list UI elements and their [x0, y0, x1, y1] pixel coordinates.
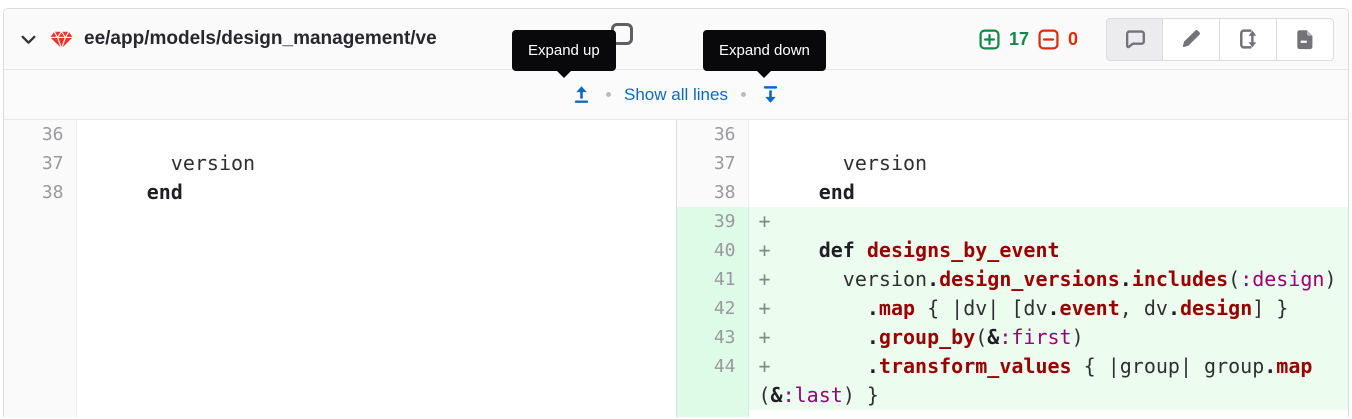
edit-file-button[interactable] [1163, 17, 1220, 61]
diff-row-added: 40+ def designs_by_event [4, 236, 1348, 265]
diff-row-context: 36 36 [4, 120, 1348, 149]
toggle-comments-button[interactable] [1106, 17, 1163, 61]
diff-row-added: 43+ .group_by(&:first) [4, 323, 1348, 352]
tooltip-expand-down: Expand down [703, 30, 826, 78]
old-line-code [76, 236, 676, 265]
new-line-number[interactable]: 38 [675, 178, 749, 207]
file-actions [1106, 17, 1334, 61]
expand-up-button[interactable] [570, 83, 593, 106]
new-line-code: end [748, 178, 1348, 207]
doc-versions-icon [1237, 28, 1259, 50]
view-file-button[interactable] [1277, 17, 1334, 61]
diff-file: ee/app/models/design_management/ve 17 0 [3, 8, 1349, 417]
new-line-code: + [748, 207, 1348, 236]
old-line-code [76, 120, 676, 149]
new-line-code: + .group_by(&:first) [748, 323, 1348, 352]
old-line-code [76, 323, 676, 352]
expand-down-button[interactable] [759, 83, 782, 106]
show-all-lines-link[interactable]: Show all lines [624, 84, 728, 104]
expand-up-icon [572, 85, 591, 104]
old-line-number[interactable]: 37 [4, 149, 77, 178]
new-line-number[interactable]: 40 [675, 236, 749, 265]
collapse-file-button[interactable] [18, 29, 39, 50]
new-line-number[interactable]: 39 [675, 207, 749, 236]
old-line-number[interactable] [4, 207, 77, 236]
ruby-file-icon [49, 27, 74, 52]
removed-count: 0 [1067, 28, 1078, 49]
old-line-code [76, 207, 676, 236]
new-line-code [748, 120, 1348, 149]
old-line-number[interactable]: 36 [4, 120, 77, 149]
new-line-number[interactable]: 44 [675, 352, 749, 410]
filler-cell [748, 410, 1348, 417]
old-line-code [76, 352, 676, 410]
new-line-code: + version.design_versions.includes(:desi… [748, 265, 1348, 294]
old-line-number[interactable] [4, 265, 77, 294]
filler-cell [76, 410, 676, 417]
new-line-code: + def designs_by_event [748, 236, 1348, 265]
new-line-number[interactable]: 42 [675, 294, 749, 323]
added-count: 17 [1008, 28, 1029, 49]
file-icon [1294, 28, 1316, 50]
diff-row-added: 44+ .transform_values { |group| group.ma… [4, 352, 1348, 410]
diff-filler-row [4, 410, 1348, 417]
old-line-number[interactable] [4, 323, 77, 352]
filler-cell [675, 410, 749, 417]
chevron-down-icon [20, 31, 37, 48]
old-line-code: version [76, 149, 676, 178]
old-line-number[interactable] [4, 294, 77, 323]
old-line-number[interactable] [4, 352, 77, 410]
removed-lines-icon [1038, 28, 1059, 50]
new-line-number[interactable]: 36 [675, 120, 749, 149]
compare-versions-button[interactable] [1220, 17, 1277, 61]
diff-row-added: 39+ [4, 207, 1348, 236]
expand-lines-bar: Show all lines [4, 70, 1348, 120]
new-line-code: + .map { |dv| [dv.event, dv.design] } [748, 294, 1348, 323]
old-line-code [76, 265, 676, 294]
diff-stats: 17 0 [979, 29, 1082, 50]
old-line-code: end [76, 178, 676, 207]
diff-row-added: 42+ .map { |dv| [dv.event, dv.design] } [4, 294, 1348, 323]
new-line-code: version [748, 149, 1348, 178]
old-line-number[interactable] [4, 236, 77, 265]
new-line-code: + .transform_values { |group| group.map(… [748, 352, 1348, 410]
new-line-number[interactable]: 43 [675, 323, 749, 352]
separator-dot [740, 92, 746, 97]
pencil-icon [1180, 28, 1202, 50]
file-path: ee/app/models/design_management/ve [84, 28, 437, 49]
new-line-number[interactable]: 37 [675, 149, 749, 178]
tooltip-expand-up: Expand up [512, 30, 616, 78]
diff-file-header: ee/app/models/design_management/ve 17 0 [4, 9, 1348, 70]
new-line-number[interactable]: 41 [675, 265, 749, 294]
separator-dot [606, 92, 612, 97]
comment-icon [1124, 28, 1146, 50]
old-line-number[interactable]: 38 [4, 178, 77, 207]
added-lines-icon [979, 28, 1000, 50]
diff-row-added: 41+ version.design_versions.includes(:de… [4, 265, 1348, 294]
expand-down-icon [761, 85, 780, 104]
old-line-code [76, 294, 676, 323]
filler-cell [4, 410, 77, 417]
